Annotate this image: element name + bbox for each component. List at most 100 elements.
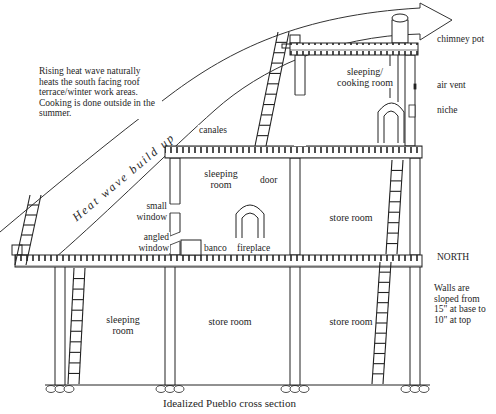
walls [295,55,305,146]
ladder-rung [379,282,390,283]
ladder-rung [21,234,32,235]
caption: Idealized Pueblo cross section [163,397,296,409]
openings [414,84,416,89]
ladder-rung [388,222,399,223]
stone [55,386,65,393]
ladder-rung [389,212,400,213]
stone [165,386,175,393]
ladder-rung [276,42,287,43]
stone [290,386,300,393]
ladder-rung [375,333,386,334]
roof-slabs [165,146,422,158]
room-name: sleeping/ cooking room [335,66,395,88]
ladder-rung [73,289,84,290]
ladder-rung [72,310,83,311]
ladder-rung [259,125,270,126]
banco-bench [181,240,201,255]
ladder-rung [272,63,283,64]
ladder-rail [386,160,392,254]
foundation-stones [46,386,429,393]
stone [410,386,420,393]
ladder-rung [270,73,281,74]
openings [169,232,181,245]
walls [392,14,408,22]
ladder-rail [15,195,30,265]
walls [55,265,65,385]
heat-wave-band [0,3,452,258]
openings [169,204,181,213]
ladder-rung [379,272,390,273]
roof-slabs [15,43,422,267]
room-name: sleeping room [98,314,148,336]
ladder-rung [71,331,82,332]
ladder-rung [19,244,30,245]
fireplaces [378,103,404,143]
part-label: small window [130,201,168,222]
ladder-rung [376,322,387,323]
ladder-rung [73,278,84,279]
room-label-box: store room [326,212,376,223]
ladder-rung [261,114,272,115]
openings [294,95,306,146]
ladder-rung [69,362,80,363]
ladder-rung [72,299,83,300]
ladder-rung [374,353,385,354]
ladder-rung [390,191,401,192]
part-label: canales [198,125,228,136]
part-label: chimney pot [436,34,488,45]
fireplaces [236,55,404,238]
openings [170,241,180,245]
ladder-rung [26,214,37,215]
walls [392,20,408,43]
stone [419,386,429,393]
ladder-rung [389,201,400,202]
fireplaces [236,205,264,238]
fireplaces [242,213,258,238]
openings [169,84,416,245]
ladder-rung [378,292,389,293]
walls [405,55,415,146]
part-label: air vent [436,80,467,91]
heat-wave-band [0,3,452,258]
walls [170,158,180,255]
openings [295,95,305,96]
ladder-rung [263,104,274,105]
walls [410,265,420,385]
ladder-rung [375,343,386,344]
ladder-rail [26,195,41,265]
walls [45,385,430,386]
room-label-box: store room [205,316,255,327]
openings [170,204,180,205]
banco-bench [181,240,201,255]
ladder-rung [268,83,279,84]
ladder-rung [387,243,398,244]
walls [290,265,300,385]
ladder-rung [391,180,402,181]
stone [156,386,166,393]
ladder-rung [71,320,82,321]
ladder-rung [387,233,398,234]
room-label-box: sleeping room [196,168,246,190]
walls [165,265,175,385]
walls [12,14,430,385]
ladder-rail [266,32,289,146]
openings [409,105,415,117]
roof-slabs [15,255,422,267]
direction-label: NORTH [436,252,470,263]
ladder-rail [397,160,403,254]
ladder-rung [24,224,35,225]
room-name: store room [328,316,373,327]
room-label-box: store room [326,316,376,327]
note-text: Rising heat wave naturally heats the sou… [38,66,162,119]
openings [170,213,180,214]
ladder-rung [70,341,81,342]
ladder-rung [265,94,276,95]
stone [401,386,411,393]
ladder-rung [274,52,285,53]
roof-slabs [290,43,418,55]
stone [64,386,74,393]
ladder-rung [257,135,268,136]
ladder-rung [377,312,388,313]
stone [46,386,56,393]
